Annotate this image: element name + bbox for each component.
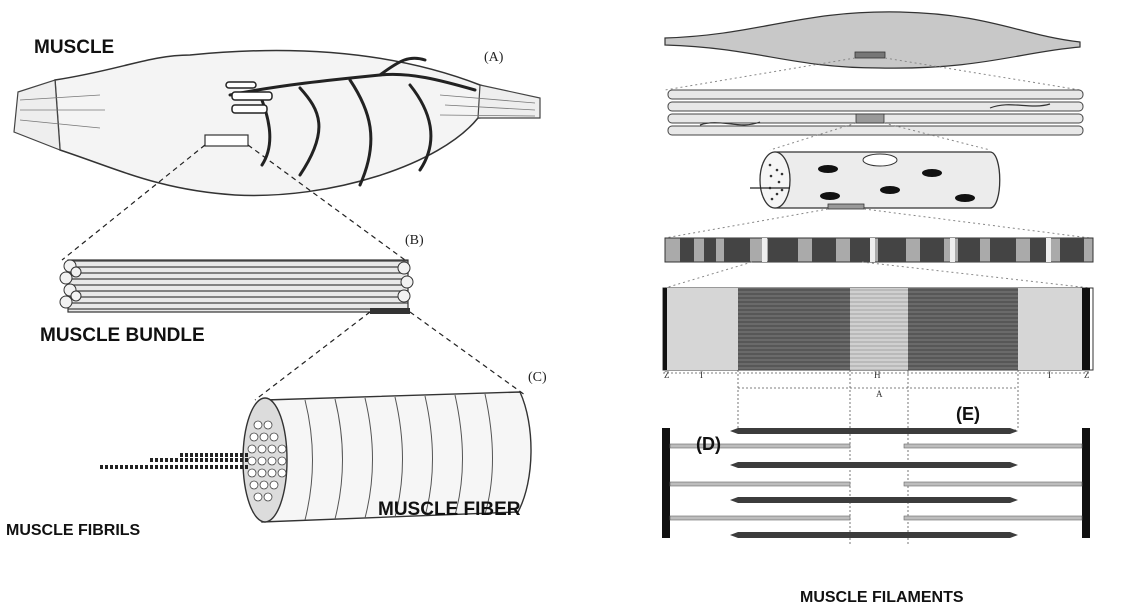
band-letter-i-left: I bbox=[700, 370, 703, 380]
myofibril-strip bbox=[665, 238, 1093, 262]
tag-b: (B) bbox=[405, 234, 424, 248]
fiber-bundle bbox=[668, 90, 1083, 135]
muscle-fibrils-label: MUSCLE FIBRILS bbox=[6, 523, 140, 539]
filaments bbox=[662, 428, 1090, 538]
muscle-fiber-label: MUSCLE FIBER bbox=[378, 500, 521, 519]
zoom-lines-b-c bbox=[255, 312, 525, 400]
muscle-filaments-label: MUSCLE FILAMENTS bbox=[800, 590, 964, 606]
tag-d: (D) bbox=[696, 435, 721, 453]
band-letters: Z I H A I Z bbox=[664, 370, 1090, 399]
band-letter-z-left: Z bbox=[664, 370, 670, 380]
muscle-bundle-label: MUSCLE BUNDLE bbox=[40, 326, 205, 345]
tag-e: (E) bbox=[956, 405, 980, 423]
muscle-top bbox=[665, 12, 1080, 68]
tag-a: (A) bbox=[484, 51, 503, 65]
whole-muscle bbox=[14, 50, 540, 195]
sarcomere bbox=[663, 288, 1093, 370]
tag-c: (C) bbox=[528, 371, 547, 385]
band-letter-z-right: Z bbox=[1084, 370, 1090, 380]
fiber-cylinder bbox=[750, 152, 1000, 209]
muscle-label: MUSCLE bbox=[34, 38, 114, 57]
muscle-bundle bbox=[60, 260, 413, 314]
band-letter-h: H bbox=[874, 370, 881, 380]
band-letter-a: A bbox=[876, 389, 883, 399]
band-letter-i-right: I bbox=[1048, 370, 1051, 380]
